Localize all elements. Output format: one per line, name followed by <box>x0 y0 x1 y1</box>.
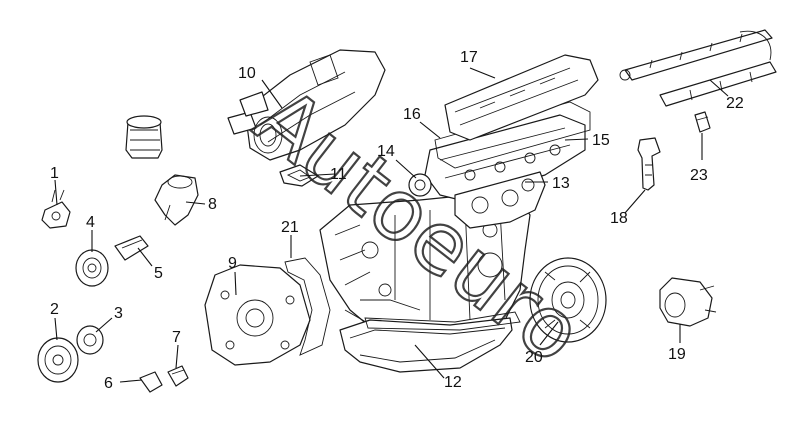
oil-pan <box>339 317 513 373</box>
callout-4: 4 <box>86 214 95 231</box>
callout-1: 1 <box>50 165 59 182</box>
callout-5: 5 <box>154 265 163 282</box>
sensor-part-5 <box>114 235 149 261</box>
harmonic-balancer <box>529 257 607 343</box>
pulley-3 <box>76 325 104 355</box>
callout-8: 8 <box>208 196 217 213</box>
throttle-gasket <box>279 164 319 187</box>
sensor-part-18 <box>637 137 661 191</box>
sensor-part-23 <box>694 111 711 133</box>
callout-12: 12 <box>444 374 462 391</box>
callout-18: 18 <box>610 210 628 227</box>
fuel-rail <box>619 29 777 107</box>
leader-lines <box>54 67 729 383</box>
timing-cover <box>204 264 311 366</box>
callout-21: 21 <box>281 219 299 236</box>
oil-filter <box>125 115 163 159</box>
sensor-part-6 <box>139 371 163 393</box>
callout-16: 16 <box>403 106 421 123</box>
valve-cover-gasket <box>434 101 591 169</box>
callout-6: 6 <box>104 375 113 392</box>
camshaft-sprocket <box>408 173 432 197</box>
throttle-gasket-inner <box>286 169 311 182</box>
pulley-2 <box>37 337 79 383</box>
callout-19: 19 <box>668 346 686 363</box>
callout-labels: 1 2 3 4 5 6 7 8 9 10 11 12 13 14 15 16 1… <box>50 49 744 392</box>
callout-3: 3 <box>114 305 123 322</box>
callout-22: 22 <box>726 95 744 112</box>
callout-11: 11 <box>330 166 347 183</box>
callout-7: 7 <box>172 329 181 346</box>
callout-14: 14 <box>377 143 395 160</box>
cylinder-head <box>424 114 586 201</box>
timing-cover-gasket <box>284 257 331 356</box>
head-gasket <box>454 171 546 229</box>
valve-cover <box>444 54 599 141</box>
callout-23: 23 <box>690 167 708 184</box>
callout-13: 13 <box>552 175 570 192</box>
callout-17: 17 <box>460 49 478 66</box>
callout-2: 2 <box>50 301 59 318</box>
intake-manifold <box>227 49 386 161</box>
sensor-part-1 <box>41 189 71 229</box>
callout-20: 20 <box>525 349 543 366</box>
oil-pan-gasket <box>364 311 521 331</box>
callout-15: 15 <box>592 132 610 149</box>
thermostat-housing <box>154 174 199 226</box>
sensor-part-7 <box>167 365 189 387</box>
callout-10: 10 <box>238 65 256 82</box>
callout-9: 9 <box>228 255 237 272</box>
starter-motor <box>659 277 717 327</box>
idler-pulley-4 <box>75 249 109 287</box>
